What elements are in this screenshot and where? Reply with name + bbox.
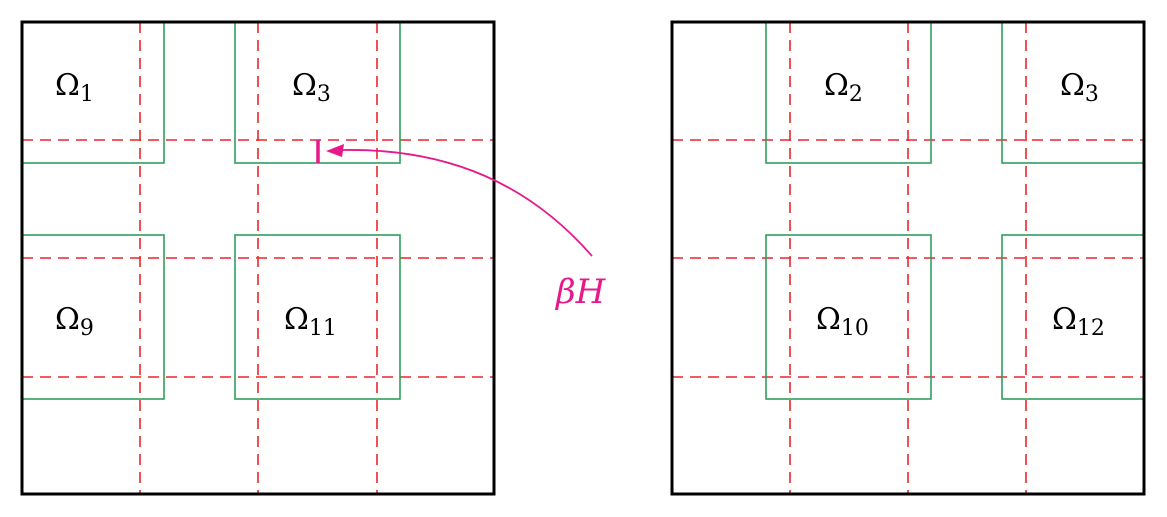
subdomain-label-omega-3: Ω3 (292, 68, 331, 107)
right-subdomain-boxes (765, 21, 1145, 400)
left-panel: Ω1 Ω3 Ω9 Ω11 (20, 20, 496, 496)
left-grid-lines (22, 22, 494, 494)
subdomain-label-omega-3-right: Ω3 (1060, 68, 1099, 107)
arrow-head-icon (326, 144, 344, 157)
left-domain-border (20, 20, 496, 496)
right-domain-border (670, 20, 1146, 496)
subdomain-label-omega-2: Ω2 (824, 68, 863, 107)
right-grid-lines (672, 22, 1144, 494)
overlap-width-annotation: βH (316, 140, 607, 312)
subdomain-label-omega-10: Ω10 (816, 302, 869, 341)
right-panel: Ω2 Ω3 Ω10 Ω12 (670, 20, 1146, 496)
subdomain-label-omega-11: Ω11 (284, 302, 337, 341)
subdomain-label-omega-1: Ω1 (55, 68, 94, 107)
annotation-arrow (341, 149, 593, 257)
subdomain-label-omega-12: Ω12 (1052, 302, 1105, 341)
subdomain-box-omega-11 (234, 234, 401, 400)
subdomain-label-omega-9: Ω9 (55, 302, 94, 341)
subdomain-box-omega-10 (765, 234, 932, 400)
beta-h-label: βH (554, 272, 607, 312)
